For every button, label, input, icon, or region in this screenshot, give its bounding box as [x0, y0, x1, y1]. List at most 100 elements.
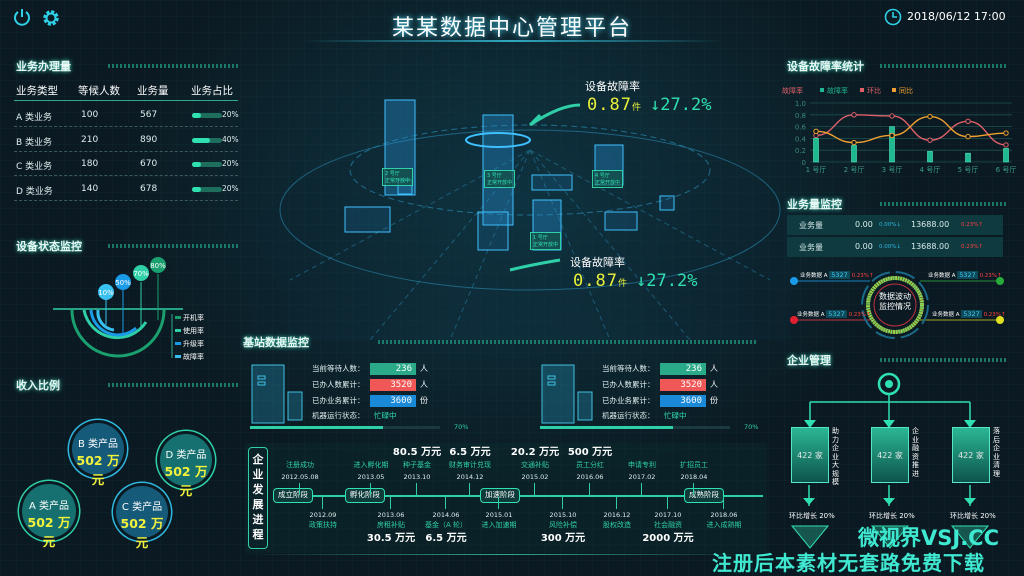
cell-waiting: 140 — [81, 183, 99, 194]
data-point — [851, 139, 857, 146]
timeline-date: 2018.06 — [710, 511, 738, 519]
gauge-arc-power — [70, 309, 166, 358]
cell-type: B 类业务 — [16, 137, 53, 148]
legend-title: 故障率 — [782, 86, 803, 95]
data-point — [927, 113, 933, 120]
failure-change: ↓27.2% — [636, 271, 698, 291]
timeline-date: 2018.04 — [680, 473, 708, 481]
timeline-stage[interactable]: 加速阶段 — [480, 488, 520, 503]
enterprise-box[interactable]: 422 家 — [791, 427, 829, 483]
gauge-value: 10% — [98, 289, 114, 297]
status-value: 忙碌中 — [374, 411, 397, 420]
business-value: 3600 — [370, 395, 416, 407]
timeline-title: 企业发展进程 — [248, 447, 268, 549]
timeline-event: 注册成功 — [286, 461, 314, 469]
data-point — [1003, 142, 1009, 148]
timeline-date: 2015.01 — [485, 511, 513, 519]
timeline-tick — [299, 483, 300, 495]
progress-label: 70% — [454, 423, 469, 431]
legend-usage: 使用率 — [175, 326, 204, 335]
timeline-stage[interactable]: 成立阶段 — [273, 488, 313, 503]
enterprise-box[interactable]: 422 家 — [871, 427, 909, 483]
timeline-tick — [667, 497, 668, 509]
col-volume: 业务量 — [137, 85, 169, 97]
enterprise-box-label: 助力企业大规模 — [832, 427, 839, 486]
timeline-stage[interactable]: 成熟阶段 — [684, 488, 724, 503]
server-cabinet-icon — [251, 364, 303, 424]
timeline-amount: 2000 万元 — [642, 533, 694, 544]
unit: 人 — [710, 364, 718, 373]
cell-volume: 670 — [140, 159, 158, 169]
legend-swatch — [892, 88, 896, 92]
data-point — [813, 128, 819, 135]
chart-title: 设备故障率统计 — [787, 60, 864, 73]
timeline-event: 政策扶持 — [309, 521, 337, 529]
enterprise-box[interactable]: 422 家 — [952, 427, 990, 483]
cell-waiting: 210 — [81, 134, 99, 145]
timeline-amount: 6.5 万元 — [449, 447, 491, 458]
cell-ratio: 20% — [222, 159, 239, 168]
chart-bar — [813, 138, 819, 163]
timeline-event: 种子基金 — [403, 461, 431, 469]
gear-icon[interactable] — [40, 7, 62, 29]
timeline-tick — [322, 497, 323, 509]
timeline-event: 房租补贴 — [377, 521, 405, 529]
waiting-value: 236 — [370, 363, 416, 375]
timeline-event: 风险补偿 — [549, 521, 577, 529]
cell-type: A 类业务 — [16, 113, 53, 123]
timeline-amount: 20.2 万元 — [510, 447, 560, 458]
enterprise-title: 企业管理 — [787, 354, 831, 367]
timeline-date: 2014.06 — [432, 511, 460, 519]
legend-label: 故障率 — [827, 86, 848, 95]
timeline-stage[interactable]: 孵化阶段 — [345, 488, 385, 503]
ratio-bar — [192, 162, 222, 167]
cell-ratio: 40% — [222, 134, 239, 144]
title-decoration — [880, 202, 1008, 206]
biz-data-item: 业务数据 A 5327 0.23%↑ — [800, 271, 874, 279]
timeline-date: 2016.12 — [603, 511, 631, 519]
chart-bar — [927, 151, 933, 163]
power-icon[interactable] — [12, 7, 32, 27]
enterprise-box-label: 企业融资推进 — [912, 427, 919, 478]
x-tick-label: 4 号厅 — [920, 166, 941, 174]
page-title: 某某数据中心管理平台 — [391, 16, 632, 41]
timeline-date: 2016.06 — [576, 473, 604, 481]
x-tick-label: 5 号厅 — [958, 166, 979, 174]
ratio-bar — [192, 113, 222, 118]
timeline-event: 申请专利 — [628, 461, 656, 469]
timeline-tick — [390, 497, 391, 509]
datetime: 2018/06/12 17:00 — [907, 10, 1006, 23]
y-tick-label: 0.2 — [795, 147, 806, 155]
timeline-event: 进入加速期 — [481, 521, 517, 529]
cell-waiting: 100 — [81, 110, 99, 120]
data-point — [927, 137, 933, 143]
enterprise-growth: 环比增长 20% — [789, 512, 835, 520]
series-line — [815, 114, 1007, 146]
title-decoration — [880, 358, 1008, 362]
income-title: 收入比例 — [16, 379, 60, 392]
cell-type: D 类业务 — [16, 186, 53, 197]
data-point — [965, 133, 971, 140]
timeline-tick — [562, 497, 563, 509]
legend-swatch — [820, 88, 824, 92]
unit: 人 — [420, 380, 428, 389]
cell-volume: 678 — [140, 183, 158, 194]
data-point — [1003, 130, 1009, 136]
failure-value: 0.87件 — [573, 271, 628, 291]
fluctuation-center: 数据波动监控情况 — [879, 292, 911, 311]
legend-label: 同比 — [899, 86, 913, 95]
y-tick-label: 0.6 — [795, 124, 807, 132]
status-label: 机器运行状态： — [602, 411, 655, 420]
timeline-tick — [723, 497, 724, 509]
col-waiting: 等候人数 — [78, 85, 120, 97]
unit: 份 — [710, 396, 718, 405]
timeline-event: 交通补贴 — [521, 461, 549, 469]
timeline-date: 2014.12 — [456, 473, 484, 481]
series-line — [815, 115, 1007, 144]
timeline-tick — [589, 483, 590, 495]
status-label: 机器运行状态： — [312, 411, 365, 420]
data-point — [889, 113, 895, 119]
